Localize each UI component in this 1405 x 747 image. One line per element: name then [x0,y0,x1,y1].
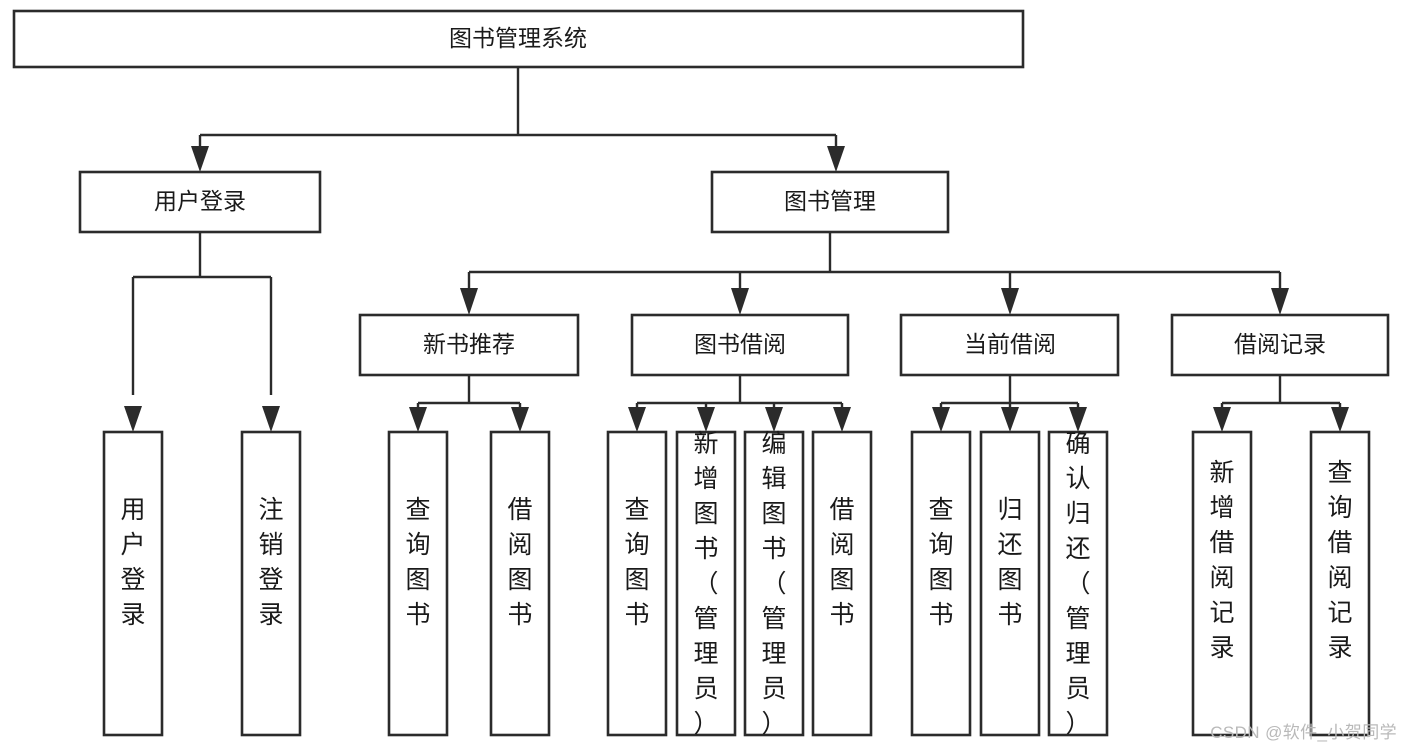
arrow-book-manage [827,146,845,172]
node-root-box[interactable] [12,9,1025,69]
connector-root-trunk [198,67,838,152]
leaf-query-record-label: 查询借阅记录 [1327,459,1352,662]
leaf-query-book-3-box[interactable] [910,430,972,737]
arrow-new-book-rec [460,288,478,315]
leaf-confirm-return[interactable]: 确认归还（管理员） [1047,430,1109,738]
node-user-login-label: 用户登录 [154,188,246,214]
arrow-borrow-record [1271,288,1289,315]
arrow-leaf-query-book-1 [409,407,427,432]
leaf-borrow-book-1[interactable]: 借阅图书 [489,430,551,737]
leaf-borrow-book-1-label: 借阅图书 [507,496,532,629]
node-borrow-record-label: 借阅记录 [1234,331,1326,357]
arrow-leaf-query-book-2 [628,407,646,432]
leaf-add-book[interactable]: 新增图书（管理员） [675,430,737,738]
node-book-borrow-label: 图书借阅 [694,331,786,357]
leaf-query-book-2-label: 查询图书 [624,496,649,629]
connector-book-borrow-trunk [635,375,844,412]
leaf-add-record-box[interactable] [1191,430,1253,737]
node-borrow-record-box[interactable] [1170,313,1390,377]
leaf-user-login[interactable]: 用户登录 [102,430,164,737]
node-root-label: 图书管理系统 [449,25,587,51]
connector-current-borrow-trunk [939,375,1080,412]
arrow-leaf-edit-book [765,407,783,432]
node-book-manage[interactable]: 图书管理 [710,170,950,234]
leaf-query-book-1-label: 查询图书 [405,496,430,629]
arrow-leaf-add-book [697,407,715,432]
node-root[interactable]: 图书管理系统 [12,9,1025,69]
leaf-query-book-2-box[interactable] [606,430,668,737]
node-new-book-rec[interactable]: 新书推荐 [358,313,580,377]
leaf-borrow-book-1-box[interactable] [489,430,551,737]
connector-borrow-record-trunk [1220,375,1342,412]
connector-user-login-trunk [131,232,273,395]
leaf-query-book-1[interactable]: 查询图书 [387,430,449,737]
arrow-leaf-user-login [124,406,142,432]
leaf-user-login-label: 用户登录 [120,496,145,629]
node-book-borrow-box[interactable] [630,313,850,377]
leaf-confirm-return-box[interactable] [1047,430,1109,737]
arrow-leaf-query-record [1331,407,1349,432]
leaf-logout-login-box[interactable] [240,430,302,737]
leaf-edit-book-box[interactable] [743,430,805,737]
arrow-leaf-confirm-return [1069,407,1087,432]
node-user-login[interactable]: 用户登录 [78,170,322,234]
leaf-return-book-box[interactable] [979,430,1041,737]
arrow-leaf-borrow-book-1 [511,407,529,432]
arrow-user-login [191,146,209,172]
leaf-query-book-3-label: 查询图书 [928,496,953,629]
node-book-manage-label: 图书管理 [784,188,876,214]
leaf-query-book-1-box[interactable] [387,430,449,737]
leaf-query-record-box[interactable] [1309,430,1371,737]
leaf-borrow-book-2-box[interactable] [811,430,873,737]
leaf-logout-login-label: 注销登录 [258,496,283,629]
leaf-return-book-label: 归还图书 [997,496,1022,629]
leaf-add-record[interactable]: 新增借阅记录 [1191,430,1253,737]
leaf-query-book-3[interactable]: 查询图书 [910,430,972,737]
leaf-add-record-label: 新增借阅记录 [1209,459,1234,662]
leaf-add-book-box[interactable] [675,430,737,737]
arrow-leaf-borrow-book-2 [833,407,851,432]
leaf-query-record[interactable]: 查询借阅记录 [1309,430,1371,737]
node-borrow-record[interactable]: 借阅记录 [1170,313,1390,377]
node-user-login-box[interactable] [78,170,322,234]
leaf-user-login-box[interactable] [102,430,164,737]
arrow-leaf-logout-login [262,406,280,432]
leaf-add-book-label: 新增图书（管理员） [693,430,718,738]
node-current-borrow-label: 当前借阅 [964,331,1056,357]
arrow-leaf-query-book-3 [932,407,950,432]
arrow-leaf-return-book [1001,407,1019,432]
connector-layer [124,67,1349,432]
arrow-book-borrow [731,288,749,315]
leaf-edit-book-label: 编辑图书（管理员） [761,430,786,738]
connector-new-book-rec-trunk [416,375,522,412]
leaf-query-book-2[interactable]: 查询图书 [606,430,668,737]
connector-book-manage-trunk [467,232,1282,292]
leaf-borrow-book-2[interactable]: 借阅图书 [811,430,873,737]
leaf-borrow-book-2-label: 借阅图书 [829,496,854,629]
node-new-book-rec-box[interactable] [358,313,580,377]
node-book-borrow[interactable]: 图书借阅 [630,313,850,377]
csdn-watermark: CSDN @软件_小贺同学 [1210,723,1397,742]
leaf-confirm-return-label: 确认归还（管理员） [1065,430,1090,738]
leaf-return-book[interactable]: 归还图书 [979,430,1041,737]
arrow-leaf-add-record [1213,407,1231,432]
node-book-manage-box[interactable] [710,170,950,234]
node-new-book-rec-label: 新书推荐 [423,331,515,357]
node-current-borrow[interactable]: 当前借阅 [899,313,1120,377]
node-current-borrow-box[interactable] [899,313,1120,377]
leaf-logout-login[interactable]: 注销登录 [240,430,302,737]
leaf-edit-book[interactable]: 编辑图书（管理员） [743,430,805,738]
arrow-current-borrow [1001,288,1019,315]
